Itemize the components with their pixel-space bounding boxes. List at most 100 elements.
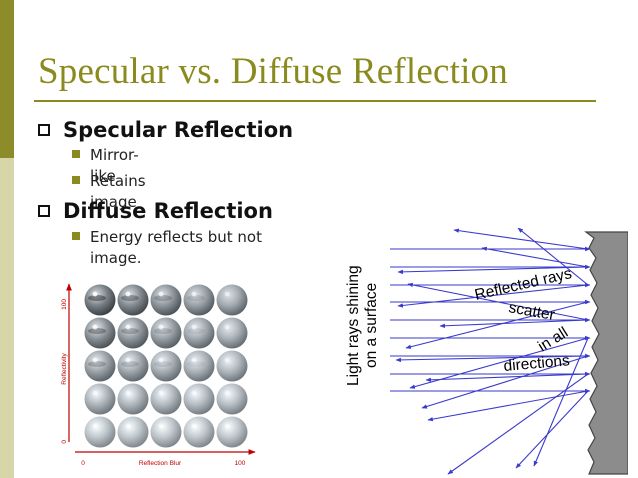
sphere bbox=[84, 350, 116, 382]
square-bullet-icon bbox=[72, 176, 80, 184]
sphere-highlight bbox=[125, 357, 131, 363]
sphere bbox=[216, 416, 248, 448]
reflected-ray bbox=[397, 284, 589, 308]
sphere-highlight bbox=[125, 291, 131, 297]
sphere-highlight bbox=[125, 324, 131, 330]
sphere-highlight bbox=[224, 324, 230, 330]
sphere-highlight bbox=[158, 291, 164, 297]
diffuse-reflection-ray-diagram: Light rays shining on a surface Reflecte… bbox=[345, 228, 628, 475]
sphere-highlight bbox=[92, 423, 98, 429]
sphere-highlight bbox=[191, 324, 197, 330]
sphere-reflection bbox=[88, 361, 106, 367]
x-axis-left-label: 0 bbox=[81, 460, 85, 467]
sphere bbox=[84, 383, 116, 415]
sphere bbox=[150, 383, 182, 415]
y-axis-bottom-label: 0 bbox=[61, 440, 68, 444]
sphere bbox=[150, 350, 182, 382]
sphere-highlight bbox=[224, 291, 230, 297]
title-underline bbox=[34, 100, 596, 102]
sphere-highlight bbox=[125, 390, 131, 396]
sphere-highlight bbox=[125, 423, 131, 429]
sphere bbox=[183, 416, 215, 448]
reflected-ray bbox=[533, 337, 589, 467]
reflected-ray bbox=[407, 282, 589, 321]
sphere-highlight bbox=[158, 423, 164, 429]
sphere bbox=[183, 284, 215, 316]
sphere-reflection bbox=[121, 361, 139, 367]
sphere-highlight bbox=[158, 357, 164, 363]
sphere bbox=[183, 317, 215, 349]
annotation-in-all: in all bbox=[535, 324, 571, 355]
sphere-highlight bbox=[224, 423, 230, 429]
sphere-reflection bbox=[88, 328, 106, 334]
sphere-reflection bbox=[187, 361, 205, 367]
sphere-highlight bbox=[158, 324, 164, 330]
sphere bbox=[216, 284, 248, 316]
reflectivity-blur-sphere-grid: 100 0 Reflectivity 0 Reflection Blur 100 bbox=[61, 283, 256, 467]
reflected-ray bbox=[405, 301, 589, 349]
sub-bullet-text: Retains image bbox=[90, 172, 146, 211]
side-label-line1: Light rays shining bbox=[345, 265, 362, 386]
reflected-ray bbox=[397, 266, 589, 275]
reflected-ray bbox=[481, 246, 589, 268]
sphere-reflection bbox=[154, 295, 172, 301]
sphere bbox=[117, 350, 149, 382]
sphere-highlight bbox=[92, 390, 98, 396]
hollow-square-bullet-icon bbox=[38, 205, 50, 217]
sphere bbox=[117, 383, 149, 415]
sphere bbox=[84, 284, 116, 316]
sphere bbox=[150, 284, 182, 316]
sphere-highlight bbox=[191, 291, 197, 297]
side-label-line2: on a surface bbox=[363, 283, 380, 368]
sphere bbox=[117, 317, 149, 349]
sphere-reflection bbox=[187, 295, 205, 301]
square-bullet-icon bbox=[72, 232, 80, 240]
sphere-reflection bbox=[187, 328, 205, 334]
y-axis-top-label: 100 bbox=[61, 299, 68, 310]
reflected-ray bbox=[439, 319, 589, 328]
sphere-highlight bbox=[224, 357, 230, 363]
reflected-ray bbox=[453, 228, 589, 250]
bullet-heading: Diffuse Reflection bbox=[63, 199, 273, 223]
sphere-highlight bbox=[92, 291, 98, 297]
reflected-ray bbox=[425, 373, 589, 383]
y-axis-title: Reflectivity bbox=[61, 353, 68, 385]
sphere bbox=[150, 317, 182, 349]
sub-bullet-text: Energy reflects but not image. bbox=[90, 228, 262, 267]
sphere-highlight bbox=[191, 357, 197, 363]
x-axis-title: Reflection Blur bbox=[139, 460, 182, 467]
reflected-ray bbox=[515, 390, 589, 469]
reflected-ray bbox=[447, 373, 589, 475]
sphere bbox=[216, 350, 248, 382]
sphere-reflection bbox=[121, 295, 139, 301]
square-bullet-icon bbox=[72, 150, 80, 158]
hollow-square-bullet-icon bbox=[38, 124, 50, 136]
sphere bbox=[84, 416, 116, 448]
slide-title: Specular vs. Diffuse Reflection bbox=[38, 51, 508, 92]
sphere-highlight bbox=[191, 423, 197, 429]
sphere-reflection bbox=[154, 361, 172, 367]
sphere bbox=[150, 416, 182, 448]
sphere bbox=[117, 284, 149, 316]
sphere-reflection bbox=[154, 328, 172, 334]
rough-surface bbox=[584, 231, 628, 475]
sphere-highlight bbox=[92, 324, 98, 330]
sphere-reflection bbox=[88, 295, 106, 301]
sphere-highlight bbox=[191, 390, 197, 396]
annotation-reflected-rays: Reflected rays bbox=[473, 265, 574, 304]
sphere bbox=[216, 317, 248, 349]
left-accent-bar-top bbox=[0, 0, 14, 158]
reflected-ray bbox=[427, 390, 589, 422]
x-axis-right-label: 100 bbox=[235, 460, 246, 467]
reflected-ray bbox=[421, 355, 589, 409]
sub-bullet-text: Mirror-like bbox=[90, 146, 139, 185]
annotation-directions: directions bbox=[503, 352, 571, 375]
reflected-ray bbox=[517, 228, 589, 286]
left-accent-bar-bottom bbox=[0, 158, 14, 478]
sphere-reflection bbox=[121, 328, 139, 334]
reflected-ray bbox=[395, 355, 589, 363]
sphere bbox=[84, 317, 116, 349]
sphere bbox=[216, 383, 248, 415]
sphere bbox=[117, 416, 149, 448]
sphere-highlight bbox=[92, 357, 98, 363]
